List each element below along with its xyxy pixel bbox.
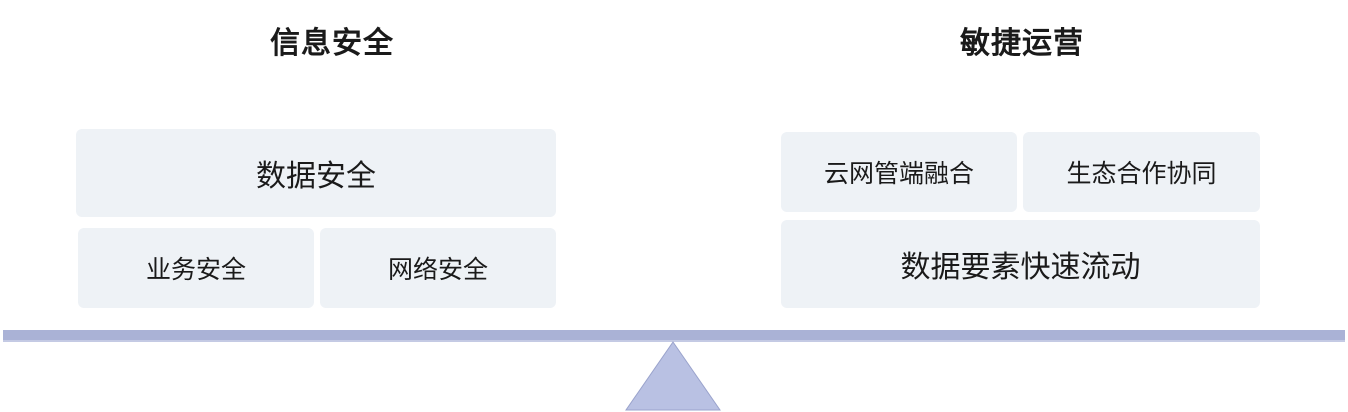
data-flow-box: 数据要素快速流动 [781,220,1260,308]
cloud-network-fusion-box: 云网管端融合 [781,132,1017,212]
network-security-box: 网络安全 [320,228,556,308]
data-security-box: 数据安全 [76,129,556,217]
business-security-box: 业务安全 [78,228,314,308]
heading-agile-operations: 敏捷运营 [960,26,1084,61]
ecosystem-collaboration-box: 生态合作协同 [1023,132,1260,212]
heading-information-security: 信息安全 [270,26,394,61]
fulcrum-triangle [625,341,721,411]
balance-beam [3,330,1345,342]
